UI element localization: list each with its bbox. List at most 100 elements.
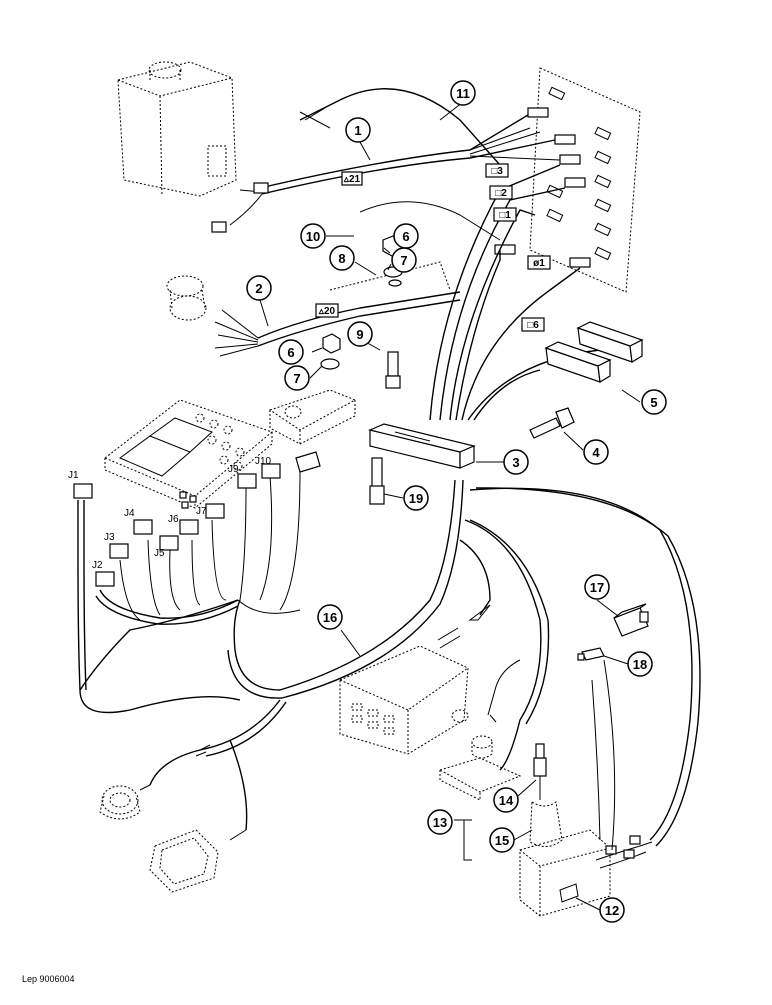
callout-11: 11 <box>456 86 470 101</box>
lamp-harness <box>139 699 287 841</box>
bolt-19 <box>369 457 385 505</box>
callout-7b: 7 <box>293 371 300 386</box>
small-plugs <box>179 491 197 509</box>
main-harness-16 <box>227 479 701 847</box>
leader-lines <box>259 101 641 911</box>
boxed-label-b6: □6 <box>527 320 539 331</box>
j-connector-labels: J1 J2 J3 J4 J5 J6 J7 J9 J10 <box>68 456 272 571</box>
boxed-label-a20: ▵20 <box>318 306 336 317</box>
label-j1: J1 <box>68 470 79 481</box>
connector-j4 <box>133 519 153 535</box>
label-j10: J10 <box>255 456 272 467</box>
callout-circle-7a <box>391 247 417 273</box>
connector-j7 <box>205 503 225 519</box>
connector-j3 <box>109 543 129 559</box>
reservoir-tank <box>117 61 237 197</box>
boxed-label-a21: ▵21 <box>343 174 361 185</box>
connector-j2 <box>95 571 115 587</box>
callout-12: 12 <box>605 903 619 918</box>
connector-j1 <box>73 483 93 499</box>
callout-circle-14 <box>493 787 519 813</box>
label-j6: J6 <box>168 514 179 525</box>
label-j4: J4 <box>124 508 135 519</box>
callout-numbers: 11 1 2 3 4 5 6 7 8 10 9 6 7 19 17 18 16 … <box>255 86 657 918</box>
boxed-ref-labels: ▵21 ▵20 □3 □2 □1 ø1 □6 <box>315 163 551 332</box>
fuse-18 <box>577 647 605 661</box>
callout-circle-18 <box>627 651 653 677</box>
connector-j9 <box>237 473 257 489</box>
callout-18: 18 <box>633 657 647 672</box>
boxed-label-o1: ø1 <box>533 258 545 269</box>
callout-2: 2 <box>255 281 262 296</box>
boxed-label-b2: □2 <box>495 188 507 199</box>
callout-4: 4 <box>592 445 600 460</box>
connector-j5 <box>159 535 179 551</box>
callout-circle-5 <box>641 389 667 415</box>
grommet-left <box>166 275 207 321</box>
callout-circle-1 <box>345 117 371 143</box>
boxed-label-b3: □3 <box>491 166 503 177</box>
callout-circle-2 <box>246 275 272 301</box>
callout-9: 9 <box>356 327 363 342</box>
callout-circle-16 <box>317 604 343 630</box>
callout-circle-8 <box>329 245 355 271</box>
bolt-4 <box>529 407 575 439</box>
control-box <box>339 645 469 755</box>
callout-15: 15 <box>495 833 509 848</box>
keypad-cluster <box>104 399 274 509</box>
callout-5: 5 <box>650 395 657 410</box>
harness-1 <box>211 114 561 233</box>
callout-14: 14 <box>499 793 514 808</box>
callout-circle-15 <box>489 827 515 853</box>
callout-circle-6b <box>278 339 304 365</box>
callout-19: 19 <box>409 491 423 506</box>
horn <box>99 785 141 820</box>
callout-circle-9 <box>347 321 373 347</box>
callout-13: 13 <box>433 815 447 830</box>
label-j7: J7 <box>196 506 207 517</box>
bracket-block <box>268 389 357 445</box>
label-j9: J9 <box>228 464 239 475</box>
callout-circle-19 <box>403 485 429 511</box>
relay-blocks-5 <box>544 321 644 383</box>
connector-j6 <box>179 519 199 535</box>
j-connectors <box>73 451 321 587</box>
label-j2: J2 <box>92 560 103 571</box>
callout-circle-12 <box>599 897 625 923</box>
callout-1: 1 <box>354 123 361 138</box>
callout-circle-3 <box>503 449 529 475</box>
relay-17 <box>613 603 649 637</box>
joystick-15 <box>519 659 653 917</box>
boxed-label-b1: □1 <box>499 210 511 221</box>
callout-circle-10 <box>300 223 326 249</box>
bolt-9 <box>385 351 401 389</box>
callout-circles <box>246 80 667 923</box>
label-j5: J5 <box>154 548 165 559</box>
connector-block-3 <box>368 423 476 469</box>
callout-8: 8 <box>338 251 345 266</box>
callout-3: 3 <box>512 455 519 470</box>
harness-11 <box>299 88 501 166</box>
fuse-panel-board <box>494 67 641 293</box>
callout-circle-7b <box>284 365 310 391</box>
callout-circle-17 <box>584 574 610 600</box>
work-light <box>149 829 219 893</box>
callout-6b: 6 <box>287 345 294 360</box>
callout-16: 16 <box>323 610 337 625</box>
callout-circle-4 <box>583 439 609 465</box>
callout-7a: 7 <box>400 253 407 268</box>
callout-17: 17 <box>590 580 604 595</box>
callout-10: 10 <box>306 229 320 244</box>
harness-2 <box>214 261 461 357</box>
drawing-reference-number: Lep 9006004 <box>22 974 75 984</box>
switch-14 <box>533 743 547 800</box>
callout-circle-11 <box>450 80 476 106</box>
label-j3: J3 <box>104 532 115 543</box>
connector-j10 <box>261 463 281 479</box>
callout-6a: 6 <box>402 229 409 244</box>
pad-and-grommet <box>438 735 522 801</box>
left-harness-loop <box>77 469 301 714</box>
callout-circle-13 <box>427 809 453 835</box>
